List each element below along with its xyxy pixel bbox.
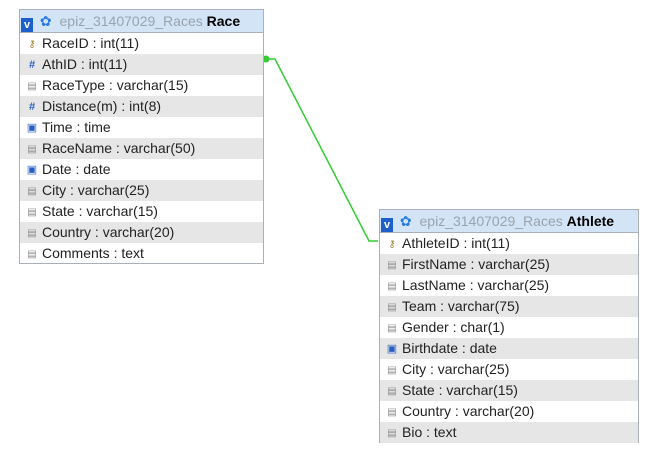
table-db-name: epiz_31407029_Races (59, 13, 203, 29)
column-label: Date : date (42, 161, 111, 177)
table-name: Athlete (566, 213, 615, 229)
column-row[interactable]: ▤ Country : varchar(20) (20, 222, 263, 243)
column-label: State : varchar(15) (42, 203, 158, 219)
table-name: Race (206, 13, 241, 29)
column-list: ⚷ RaceID : int(11) # AthID : int(11) ▤ RaceTy… (20, 33, 263, 264)
column-row[interactable]: ▤ Team : varchar(75) (380, 296, 638, 317)
date-icon: ▣ (26, 164, 38, 176)
key-icon: ⚷ (28, 39, 36, 50)
column-row[interactable]: ▤ Bio : text (380, 422, 638, 443)
key-icon: ⚷ (388, 239, 396, 250)
column-label: RaceID : int(11) (42, 35, 139, 51)
column-row[interactable]: ▣ Time : time (20, 117, 263, 138)
column-row[interactable]: ▤ FirstName : varchar(25) (380, 254, 638, 275)
text-field-icon: ▤ (387, 407, 397, 418)
column-label: Birthdate : date (402, 340, 497, 356)
text-field-icon: ▤ (27, 186, 37, 197)
column-row[interactable]: ▤ State : varchar(15) (20, 201, 263, 222)
date-icon: ▣ (386, 343, 398, 355)
column-row[interactable]: ▣ Date : date (20, 159, 263, 180)
column-list: ⚷ AthleteID : int(11) ▤ FirstName : varchar… (380, 233, 638, 443)
text-field-icon: ▤ (387, 281, 397, 292)
column-label: Country : varchar(20) (402, 403, 535, 419)
column-label: Comments : text (42, 245, 144, 261)
column-row[interactable]: ▤ LastName : varchar(25) (380, 275, 638, 296)
column-row[interactable]: ▤ Country : varchar(20) (380, 401, 638, 422)
column-label: Gender : char(1) (402, 319, 505, 335)
table-header[interactable]: v ✿ epiz_31407029_Races Athlete (380, 210, 638, 233)
table-races[interactable]: v ✿ epiz_31407029_Races Race ⚷ RaceID : i… (19, 9, 264, 264)
toggle-icon[interactable]: v (381, 218, 393, 232)
numeric-icon: # (28, 101, 36, 113)
toggle-icon[interactable]: v (21, 18, 33, 32)
column-row[interactable]: ▤ Comments : text (20, 243, 263, 264)
numeric-icon: # (28, 59, 36, 71)
column-label: State : varchar(15) (402, 382, 518, 398)
column-label: Country : varchar(20) (42, 224, 175, 240)
column-label: Distance(m) : int(8) (42, 98, 162, 114)
column-label: Time : time (42, 119, 111, 135)
text-field-icon: ▤ (27, 81, 37, 92)
text-field-icon: ▤ (27, 144, 37, 155)
column-row[interactable]: ▤ RaceName : varchar(50) (20, 138, 263, 159)
text-field-icon: ▤ (387, 323, 397, 334)
column-row[interactable]: ▤ Gender : char(1) (380, 317, 638, 338)
text-field-icon: ▤ (27, 249, 37, 260)
text-field-icon: ▤ (387, 365, 397, 376)
table-db-name: epiz_31407029_Races (419, 213, 563, 229)
column-label: FirstName : varchar(25) (402, 256, 550, 272)
gear-icon[interactable]: ✿ (399, 213, 412, 229)
column-label: AthID : int(11) (42, 56, 128, 72)
column-row[interactable]: ▤ City : varchar(25) (380, 359, 638, 380)
column-label: LastName : varchar(25) (402, 277, 550, 293)
column-label: RaceType : varchar(15) (42, 77, 189, 93)
column-row[interactable]: ⚷ RaceID : int(11) (20, 33, 263, 54)
date-icon: ▣ (26, 122, 38, 134)
text-field-icon: ▤ (387, 302, 397, 313)
column-row[interactable]: ▣ Birthdate : date (380, 338, 638, 359)
column-label: Team : varchar(75) (402, 298, 520, 314)
column-label: City : varchar(25) (402, 361, 510, 377)
text-field-icon: ▤ (27, 207, 37, 218)
column-row[interactable]: # Distance(m) : int(8) (20, 96, 263, 117)
table-athlete[interactable]: v ✿ epiz_31407029_Races Athlete ⚷ Athlete… (379, 209, 639, 443)
column-label: AthleteID : int(11) (402, 235, 510, 251)
column-label: City : varchar(25) (42, 182, 150, 198)
text-field-icon: ▤ (27, 228, 37, 239)
text-field-icon: ▤ (387, 260, 397, 271)
column-row[interactable]: ⚷ AthleteID : int(11) (380, 233, 638, 254)
gear-icon[interactable]: ✿ (39, 13, 52, 29)
text-field-icon: ▤ (387, 428, 397, 439)
relation-athid-athleteid[interactable] (266, 58, 378, 242)
table-header[interactable]: v ✿ epiz_31407029_Races Race (20, 10, 263, 33)
column-row[interactable]: ▤ City : varchar(25) (20, 180, 263, 201)
relation-endpoint (262, 55, 270, 63)
column-row[interactable]: ▤ State : varchar(15) (380, 380, 638, 401)
column-label: Bio : text (402, 424, 457, 440)
column-row[interactable]: ▤ RaceType : varchar(15) (20, 75, 263, 96)
text-field-icon: ▤ (387, 386, 397, 397)
column-label: RaceName : varchar(50) (42, 140, 196, 156)
column-row[interactable]: # AthID : int(11) (20, 54, 263, 75)
